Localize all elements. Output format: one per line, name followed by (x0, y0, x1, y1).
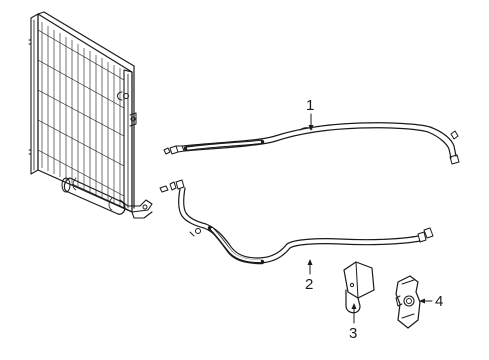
callout-number: 4 (435, 293, 443, 310)
oil-cooler-assembly (28, 11, 153, 219)
callout-2: 2 (305, 259, 313, 293)
callout-4: 4 (419, 293, 443, 310)
bracket (343, 261, 375, 314)
callout-number: 3 (349, 325, 357, 342)
upper-cooler-line (163, 122, 460, 165)
clip (395, 275, 421, 329)
cooler-tube (61, 177, 126, 215)
callout-number: 1 (306, 97, 314, 114)
cooler-fins (37, 22, 125, 206)
callout-1: 1 (306, 97, 314, 131)
lower-cooler-line (159, 179, 434, 265)
callout-3: 3 (349, 303, 357, 342)
callout-number: 2 (305, 276, 313, 293)
